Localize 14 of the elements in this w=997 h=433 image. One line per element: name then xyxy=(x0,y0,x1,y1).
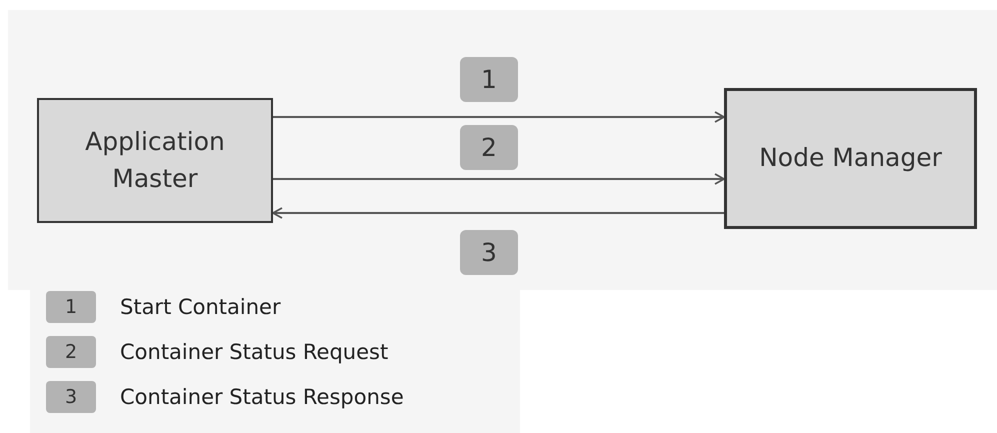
arrow xyxy=(273,111,725,123)
legend-text: Container Status Request xyxy=(120,340,388,364)
arrow xyxy=(272,207,724,219)
legend-key: 2 xyxy=(46,336,96,368)
edge-label: 1 xyxy=(460,57,518,102)
legend-text: Start Container xyxy=(120,295,281,319)
process-box: Node Manager xyxy=(724,88,977,229)
legend-text: Container Status Response xyxy=(120,385,404,409)
process-box: Application Master xyxy=(37,98,273,223)
legend-key: 1 xyxy=(46,291,96,323)
arrow xyxy=(273,173,725,185)
legend-key: 3 xyxy=(46,381,96,413)
edge-label: 3 xyxy=(460,230,518,275)
edge-label: 2 xyxy=(460,125,518,170)
